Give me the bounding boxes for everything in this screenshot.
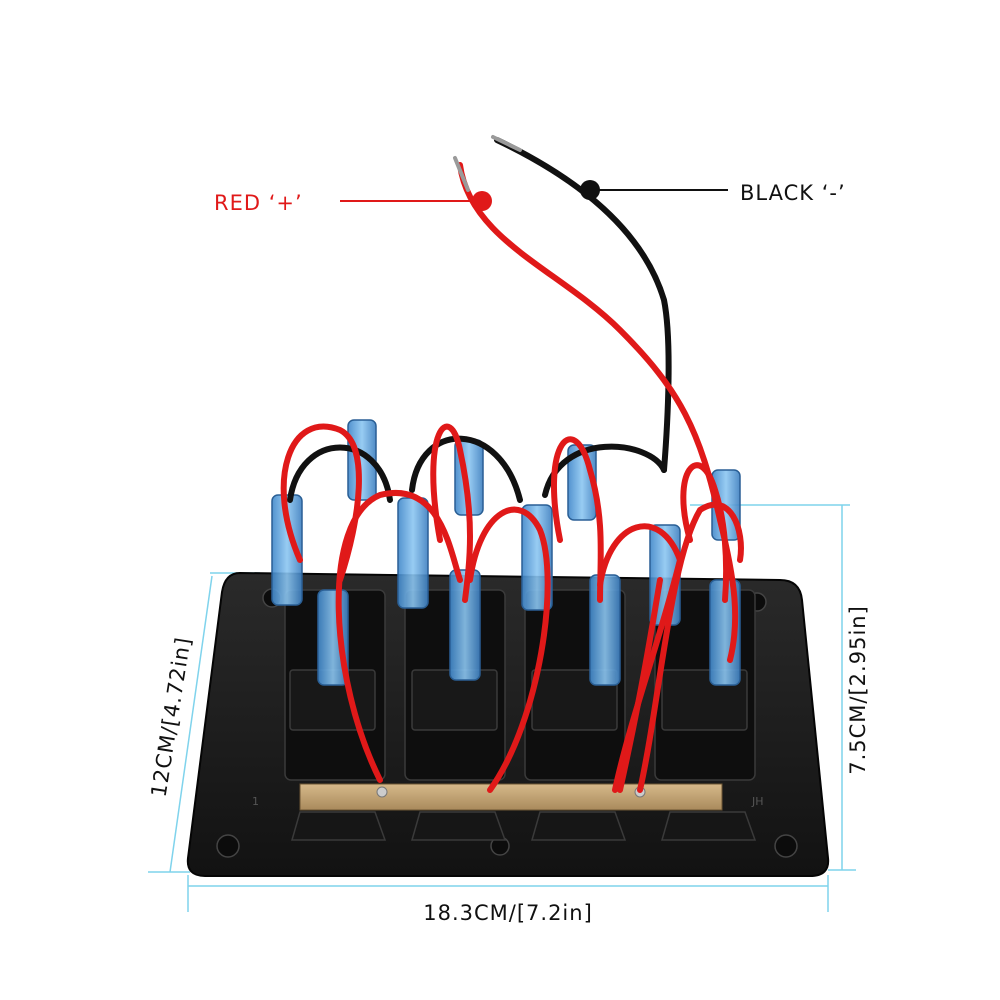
wire-tips: [453, 135, 522, 192]
height-dimension-label: 12CM/[4.72in]: [147, 635, 196, 799]
panel-mark-left: 1: [252, 795, 259, 808]
busbar: [299, 783, 723, 811]
terminal-bosses: [291, 811, 757, 841]
black-callout-dot: [580, 180, 600, 200]
red-callout-dot: [472, 191, 492, 211]
red-wire-label: RED ‘+’: [214, 191, 303, 215]
depth-dimension-label: 7.5CM/[2.95in]: [846, 605, 870, 775]
black-wire-label: BLACK ‘-’: [740, 181, 846, 205]
width-dimension-label: 18.3CM/[7.2in]: [423, 901, 593, 925]
panel-mark-right: JH: [751, 795, 764, 808]
red-wires: [280, 162, 744, 793]
callouts: [340, 180, 728, 211]
